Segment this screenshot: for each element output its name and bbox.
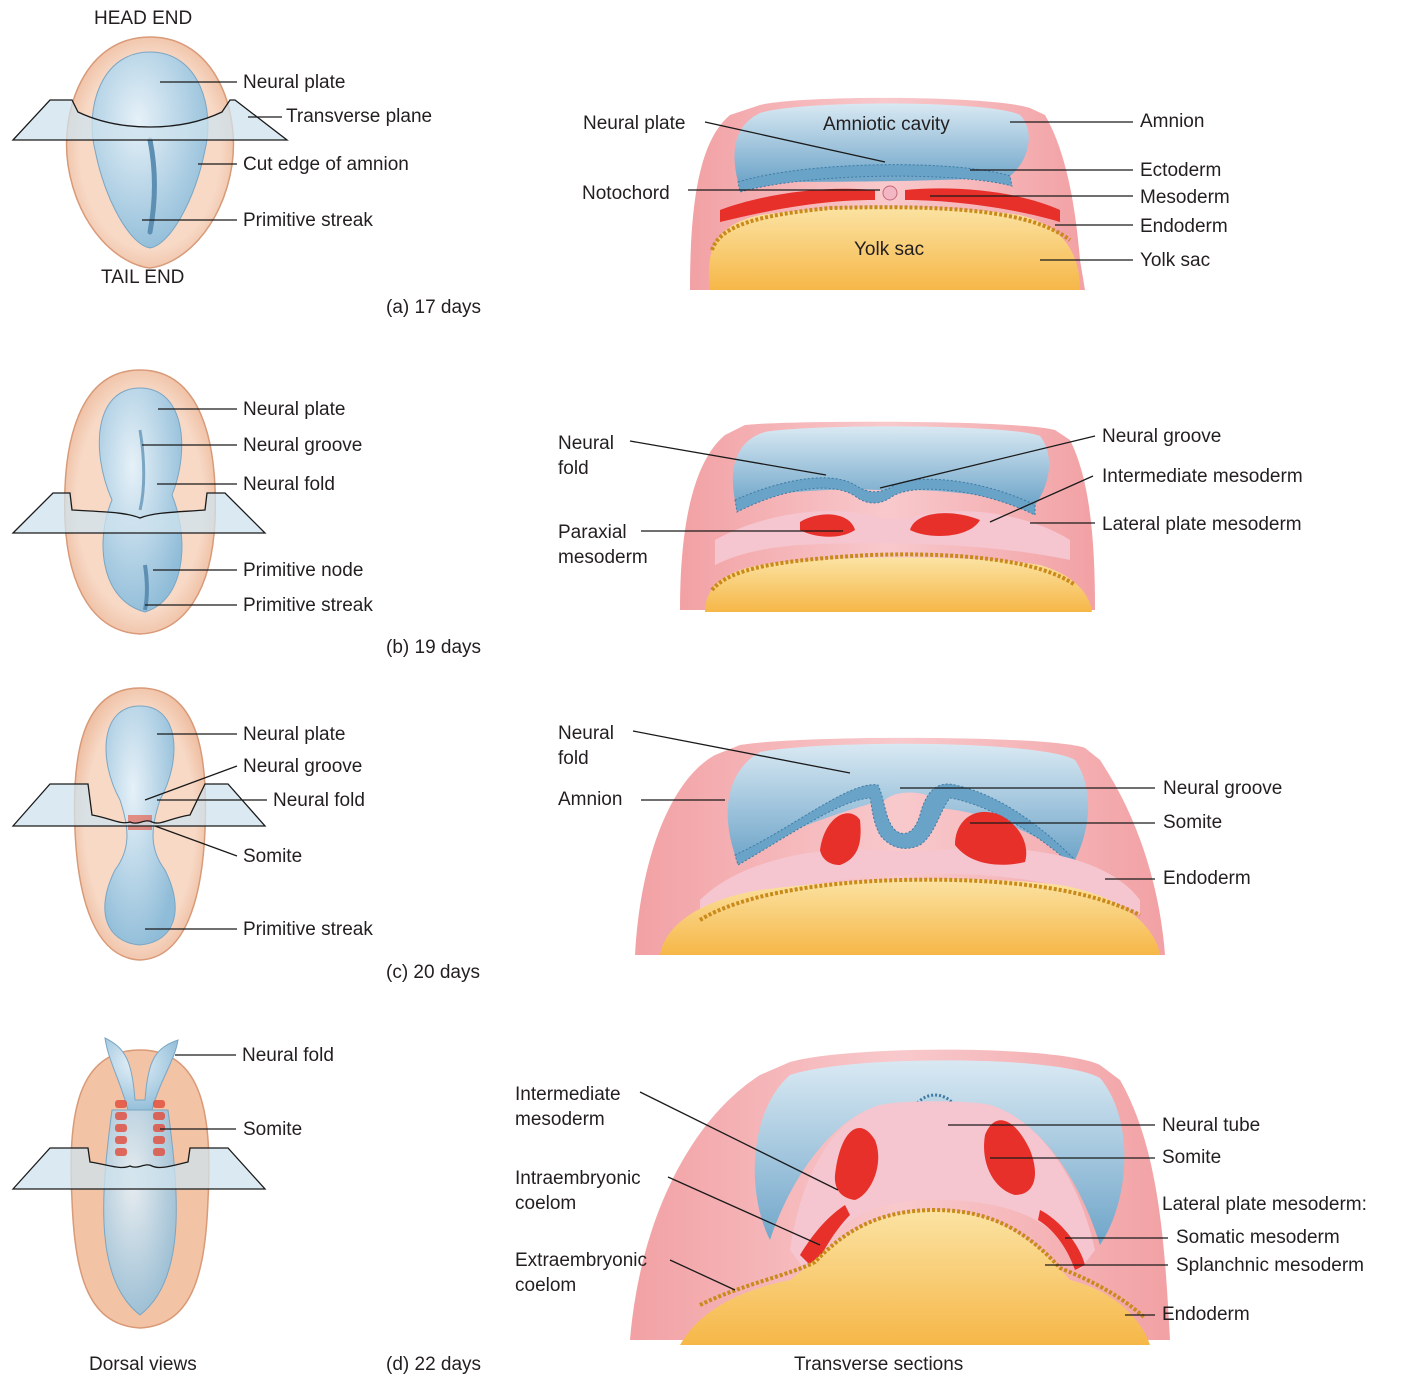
notochord-a	[883, 186, 897, 200]
caption-a: (a) 17 days	[386, 297, 481, 319]
c-somite-label: Somite	[243, 846, 302, 868]
sa-amniotic-cavity-label: Amniotic cavity	[823, 114, 950, 136]
a-primitive-streak-label: Primitive streak	[243, 210, 373, 232]
sb-neural-groove-label: Neural groove	[1102, 426, 1221, 448]
dorsal-view-d	[13, 1038, 265, 1328]
sa-endoderm-label: Endoderm	[1140, 216, 1228, 238]
sa-yolk-sac-inner-label: Yolk sac	[854, 239, 924, 261]
sd-splanchnic-mesoderm-label: Splanchnic mesoderm	[1176, 1255, 1364, 1277]
sc-neural-groove-label: Neural groove	[1163, 778, 1282, 800]
sd-extraembryonic-coelom-label: Extraembryonic coelom	[515, 1248, 647, 1298]
sa-ectoderm-label: Ectoderm	[1140, 160, 1221, 182]
tail-end-label: TAIL END	[101, 267, 184, 289]
sc-somite-label: Somite	[1163, 812, 1222, 834]
caption-d: (d) 22 days	[386, 1354, 481, 1376]
head-end-label: HEAD END	[94, 8, 192, 30]
section-c	[635, 738, 1165, 955]
sd-intermediate-mesoderm-label: Intermediate mesoderm	[515, 1082, 621, 1132]
primitive-streak-b	[145, 565, 147, 610]
sa-notochord-label: Notochord	[582, 183, 670, 205]
dorsal-views-footer: Dorsal views	[89, 1354, 197, 1376]
b-primitive-streak-label: Primitive streak	[243, 595, 373, 617]
dorsal-view-c	[13, 688, 265, 960]
c-neural-groove-label: Neural groove	[243, 756, 362, 778]
sb-intermediate-mesoderm-label: Intermediate mesoderm	[1102, 466, 1303, 488]
caption-c: (c) 20 days	[386, 962, 480, 984]
sd-lateral-plate-header: Lateral plate mesoderm:	[1162, 1194, 1367, 1216]
sa-neural-plate-label: Neural plate	[583, 113, 685, 135]
caption-b: (b) 19 days	[386, 637, 481, 659]
a-transverse-plane-label: Transverse plane	[286, 106, 432, 128]
sa-yolk-sac-label: Yolk sac	[1140, 250, 1210, 272]
c-neural-fold-label: Neural fold	[273, 790, 365, 812]
b-primitive-node-label: Primitive node	[243, 560, 363, 582]
a-cut-edge-label: Cut edge of amnion	[243, 154, 409, 176]
sb-lateral-plate-mesoderm-label: Lateral plate mesoderm	[1102, 514, 1302, 536]
sb-neural-fold-label: Neural fold	[558, 431, 614, 481]
d-neural-fold-label: Neural fold	[242, 1045, 334, 1067]
d-somite-label: Somite	[243, 1119, 302, 1141]
section-d	[630, 1050, 1170, 1345]
b-neural-plate-label: Neural plate	[243, 399, 345, 421]
sa-mesoderm-label: Mesoderm	[1140, 187, 1230, 209]
c-neural-plate-label: Neural plate	[243, 724, 345, 746]
transverse-sections-footer: Transverse sections	[794, 1354, 963, 1376]
b-neural-groove-label: Neural groove	[243, 435, 362, 457]
c-primitive-streak-label: Primitive streak	[243, 919, 373, 941]
sc-amnion-label: Amnion	[558, 789, 622, 811]
b-neural-fold-label: Neural fold	[243, 474, 335, 496]
sd-neural-tube-label: Neural tube	[1162, 1115, 1260, 1137]
a-neural-plate-label: Neural plate	[243, 72, 345, 94]
sa-amnion-label: Amnion	[1140, 111, 1204, 133]
sd-intraembryonic-coelom-label: Intraembryonic coelom	[515, 1166, 641, 1216]
sb-paraxial-mesoderm-label: Paraxial mesoderm	[558, 520, 648, 570]
section-b	[680, 422, 1095, 612]
sd-endoderm-label: Endoderm	[1162, 1304, 1250, 1326]
sc-neural-fold-label: Neural fold	[558, 721, 614, 771]
sc-endoderm-label: Endoderm	[1163, 868, 1251, 890]
sd-somite-label: Somite	[1162, 1147, 1221, 1169]
sd-somatic-mesoderm-label: Somatic mesoderm	[1176, 1227, 1340, 1249]
